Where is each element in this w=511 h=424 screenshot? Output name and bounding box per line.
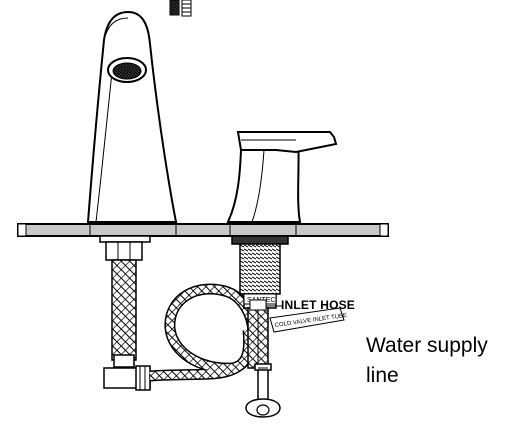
faucet-spout	[86, 10, 178, 223]
aerator-outlet	[107, 57, 147, 83]
faucet-handle	[226, 131, 338, 223]
tee-connector	[103, 365, 151, 391]
supply-tube	[247, 299, 269, 369]
braided-inlet-hose	[149, 283, 259, 382]
inlet-hose-label: INLET HOSE	[281, 298, 356, 312]
spout-shank	[99, 235, 151, 368]
water-supply-line-label: Water supply line	[366, 334, 488, 387]
shutoff-valve	[245, 363, 281, 418]
countertop-deck	[17, 223, 389, 237]
aerator-part-icon	[169, 0, 192, 17]
